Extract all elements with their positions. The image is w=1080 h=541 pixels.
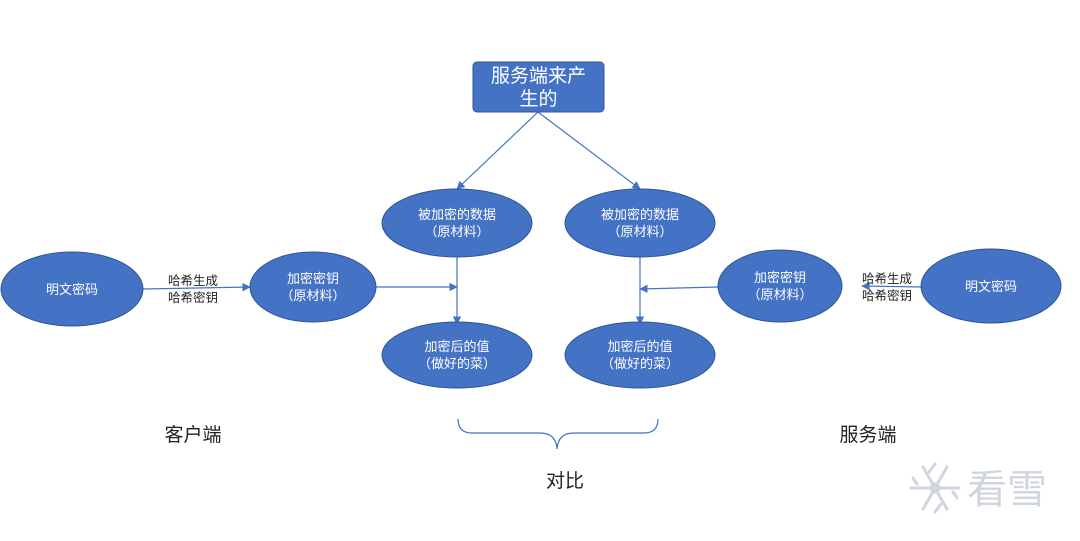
- server-result-line1: 加密后的值: [607, 339, 672, 355]
- watermark: 看雪: [909, 462, 1047, 514]
- watermark-text: 看雪: [967, 467, 1047, 513]
- server-origin-line2: 生的: [519, 88, 557, 110]
- server-key-node: 加密密钥 （原材料）: [717, 249, 843, 323]
- server-origin-line1: 服务端来产: [491, 65, 586, 87]
- client-data-node: 被加密的数据 （原材料）: [381, 188, 533, 258]
- client-result-node: 加密后的值 （做好的菜）: [381, 321, 533, 389]
- server-key-line2: （原材料）: [747, 288, 812, 303]
- edge-client-plain-to-key: [142, 282, 251, 292]
- client-data-line1: 被加密的数据: [418, 207, 496, 223]
- client-plaintext-node: 明文密码: [0, 251, 144, 327]
- server-result-node: 加密后的值 （做好的菜）: [564, 321, 716, 389]
- client-key-line1: 加密密钥: [287, 271, 339, 287]
- compare-caption: 对比: [546, 470, 584, 492]
- client-result-line2: （做好的菜）: [418, 356, 496, 372]
- client-plaintext-label: 明文密码: [46, 282, 98, 298]
- client-caption: 客户端: [164, 424, 221, 446]
- server-plaintext-label: 明文密码: [965, 279, 1017, 295]
- server-data-line2: （原材料）: [607, 225, 672, 240]
- server-result-line2: （做好的菜）: [601, 356, 679, 372]
- edge-server-plain-to-key: [861, 281, 923, 291]
- edges: [142, 111, 923, 325]
- server-plaintext-node: 明文密码: [920, 248, 1062, 324]
- snowflake-icon: [909, 462, 961, 514]
- server-key-line1: 加密密钥: [754, 270, 806, 286]
- client-hash-label-1: 哈希生成: [168, 273, 218, 288]
- server-hash-label-2: 哈希密钥: [862, 288, 912, 303]
- edge-server-origin-to-server-data: [537, 111, 641, 190]
- server-origin-box: 服务端来产 生的: [472, 61, 605, 113]
- edge-server-key-to-main: [639, 284, 719, 294]
- server-data-node: 被加密的数据 （原材料）: [564, 188, 716, 258]
- server-caption: 服务端: [839, 424, 896, 446]
- compare-brace: [457, 418, 659, 450]
- client-data-line2: （原材料）: [424, 225, 489, 240]
- server-data-line1: 被加密的数据: [601, 207, 679, 223]
- client-hash-label-2: 哈希密钥: [168, 290, 218, 305]
- client-result-line1: 加密后的值: [424, 339, 489, 355]
- server-hash-label-1: 哈希生成: [862, 271, 912, 286]
- client-key-node: 加密密钥 （原材料）: [249, 251, 377, 323]
- client-key-line2: （原材料）: [280, 289, 345, 304]
- edge-server-origin-to-client-data: [456, 111, 539, 190]
